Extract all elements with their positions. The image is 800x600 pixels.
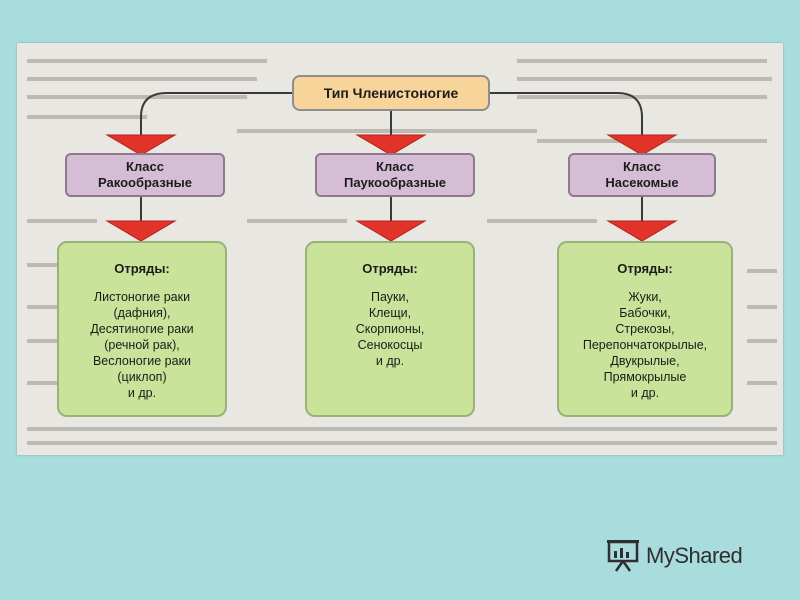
order-item: Сенокосцы (357, 338, 423, 352)
watermark-text: MyShared (646, 543, 743, 568)
order-item: Скорпионы, (355, 322, 425, 336)
order-item: (дафния), (113, 306, 171, 320)
connector-line-right (490, 92, 643, 135)
phylum-label: Тип Членистоногие (323, 85, 459, 101)
orders-box-arachnids: Отряды: Пауки, Клещи, Скорпионы, Сенокос… (305, 241, 475, 417)
order-item: Стрекозы, (615, 322, 675, 336)
order-item: и др. (127, 386, 157, 400)
order-item: (речной рак), (104, 338, 180, 352)
order-item: Пауки, (371, 290, 409, 304)
arrow-down-icon (606, 220, 678, 242)
order-item: Клещи, (368, 306, 412, 320)
connector-line-left (140, 92, 292, 135)
order-item: и др. (375, 354, 405, 368)
arrow-down-icon (355, 134, 427, 156)
order-item: Десятиногие раки (90, 322, 194, 336)
orders-heading: Отряды: (114, 261, 170, 276)
arrow-down-icon (355, 220, 427, 242)
order-item: Жуки, (628, 290, 662, 304)
presentation-board-icon (607, 540, 639, 572)
order-item: Листоногие раки (93, 290, 191, 304)
orders-box-crustaceans: Отряды: Листоногие раки (дафния), Десяти… (57, 241, 227, 417)
order-item: Бабочки, (619, 306, 671, 320)
class-name: Ракообразные (98, 175, 192, 190)
orders-heading: Отряды: (362, 261, 418, 276)
background-page-texture (27, 59, 777, 445)
connectors (105, 92, 678, 242)
class-box-insects: Класс Насекомые (568, 153, 716, 197)
order-item: Веслоногие раки (92, 354, 192, 368)
slide-image: Тип Членистоногие Класс Ракообразные Кла… (17, 43, 783, 455)
class-name: Насекомые (605, 175, 679, 190)
class-label: Класс (126, 159, 164, 174)
orders-heading: Отряды: (617, 261, 673, 276)
order-item: Перепончатокрылые, (582, 338, 708, 352)
class-box-arachnids: Класс Паукообразные (315, 153, 475, 197)
arrow-down-icon (105, 134, 177, 156)
watermark-logo: MyShared (606, 538, 743, 574)
class-box-crustaceans: Класс Ракообразные (65, 153, 225, 197)
orders-box-insects: Отряды: Жуки, Бабочки, Стрекозы, Перепон… (557, 241, 733, 417)
order-item: (циклоп) (117, 370, 167, 384)
arrow-down-icon (606, 134, 678, 156)
arthropod-classification-diagram: Тип Членистоногие Класс Ракообразные Кла… (17, 43, 783, 455)
arrow-down-icon (105, 220, 177, 242)
order-item: и др. (630, 386, 660, 400)
class-label: Класс (623, 159, 661, 174)
class-label: Класс (376, 159, 414, 174)
class-name: Паукообразные (343, 175, 447, 190)
phylum-box: Тип Членистоногие (292, 75, 490, 111)
order-item: Двукрылые, (610, 354, 680, 368)
order-item: Прямокрылые (603, 370, 687, 384)
